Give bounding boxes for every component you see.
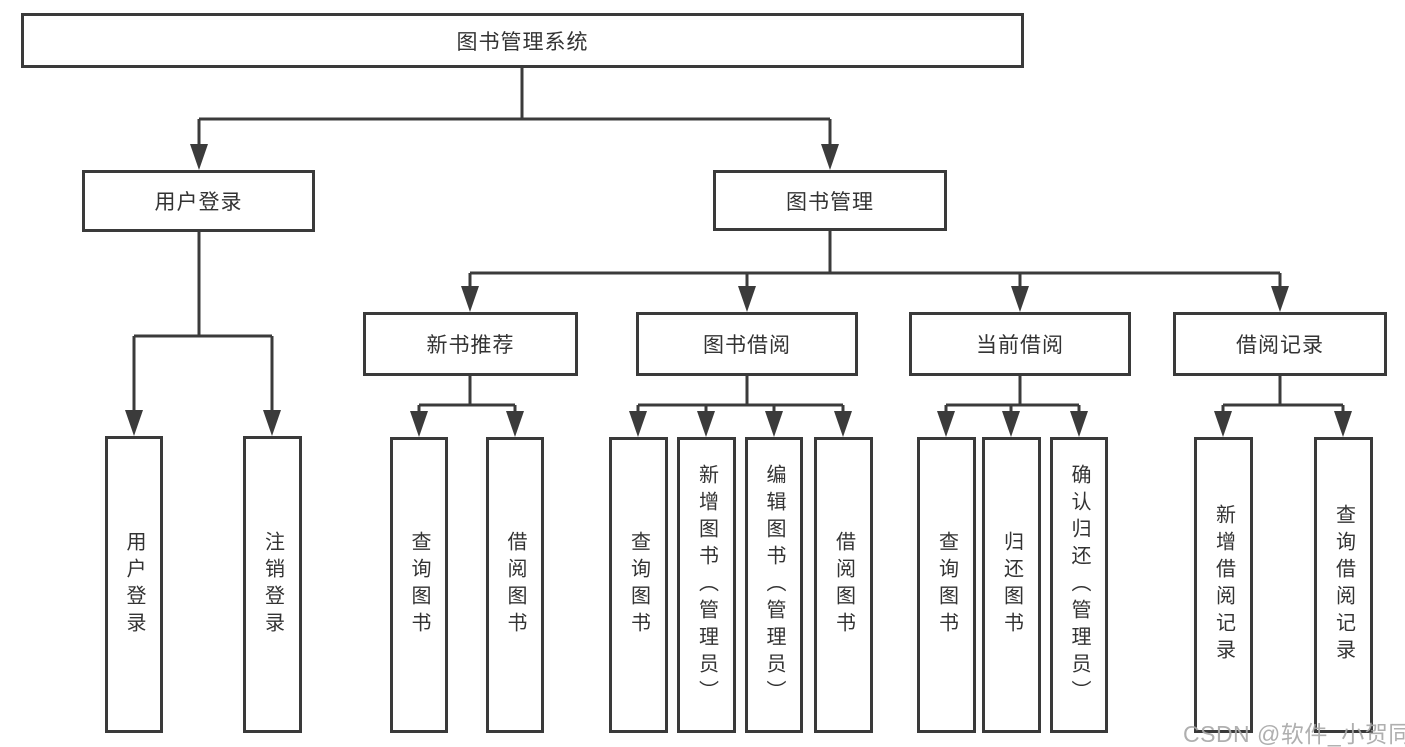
leaf-add-books-admin: 新增图书（管理员） [677, 437, 736, 733]
node-book-management-label: 图书管理 [786, 190, 874, 214]
connector-root-to-level1 [190, 68, 839, 170]
leaf-return-books: 归还图书 [982, 437, 1041, 733]
leaf-borrow-books-2-label: 借阅图书 [832, 531, 855, 639]
leaf-query-books-3-label: 查询图书 [935, 531, 958, 639]
leaf-add-borrow-record-label: 新增借阅记录 [1212, 504, 1235, 666]
node-user-login-branch: 用户登录 [82, 170, 315, 232]
leaf-query-books-1-label: 查询图书 [408, 531, 430, 639]
leaf-confirm-return-admin-label: 确认归还（管理员） [1068, 463, 1090, 707]
connector-new-books-group [410, 376, 524, 437]
leaf-add-books-admin-label: 新增图书（管理员） [695, 463, 718, 707]
leaf-borrow-books-1: 借阅图书 [486, 437, 544, 733]
leaf-edit-books-admin-label: 编辑图书（管理员） [763, 463, 785, 707]
leaf-edit-books-admin: 编辑图书（管理员） [745, 437, 803, 733]
leaf-logout-label: 注销登录 [261, 530, 284, 639]
node-root-label: 图书管理系统 [456, 30, 589, 54]
node-root-system: 图书管理系统 [21, 13, 1024, 68]
leaf-query-books-2-label: 查询图书 [627, 531, 650, 639]
leaf-user-login: 用户登录 [105, 436, 163, 733]
connector-borrow-records-group [1214, 376, 1352, 437]
leaf-confirm-return-admin: 确认归还（管理员） [1050, 437, 1108, 733]
node-book-borrowing-label: 图书借阅 [703, 334, 791, 357]
leaf-query-borrow-record: 查询借阅记录 [1314, 437, 1373, 733]
leaf-query-books-1: 查询图书 [390, 437, 448, 733]
leaf-query-borrow-record-label: 查询借阅记录 [1332, 504, 1355, 666]
leaf-borrow-books-1-label: 借阅图书 [504, 531, 526, 639]
node-borrowing-records-label: 借阅记录 [1236, 334, 1324, 357]
node-new-book-recommend-label: 新书推荐 [426, 334, 515, 357]
leaf-add-borrow-record: 新增借阅记录 [1194, 437, 1253, 733]
connector-book-borrow-group [629, 376, 852, 437]
leaf-query-books-2: 查询图书 [609, 437, 668, 733]
node-new-book-recommend: 新书推荐 [363, 312, 578, 376]
node-borrowing-records: 借阅记录 [1173, 312, 1387, 376]
node-book-borrowing: 图书借阅 [636, 312, 858, 376]
csdn-watermark: CSDN @软件_小贺同学 [1183, 721, 1405, 747]
node-current-borrowing: 当前借阅 [909, 312, 1131, 376]
leaf-return-books-label: 归还图书 [1000, 531, 1023, 639]
node-book-management: 图书管理 [713, 170, 947, 231]
node-user-login-branch-label: 用户登录 [154, 191, 243, 214]
connector-user-login-group [125, 232, 281, 436]
leaf-query-books-3: 查询图书 [917, 437, 976, 733]
connector-current-borrow-group [937, 376, 1088, 437]
leaf-logout: 注销登录 [243, 436, 302, 733]
leaf-borrow-books-2: 借阅图书 [814, 437, 873, 733]
connector-book-mgmt-to-sections [461, 231, 1289, 312]
leaf-user-login-label: 用户登录 [123, 530, 145, 639]
node-current-borrowing-label: 当前借阅 [976, 334, 1064, 357]
